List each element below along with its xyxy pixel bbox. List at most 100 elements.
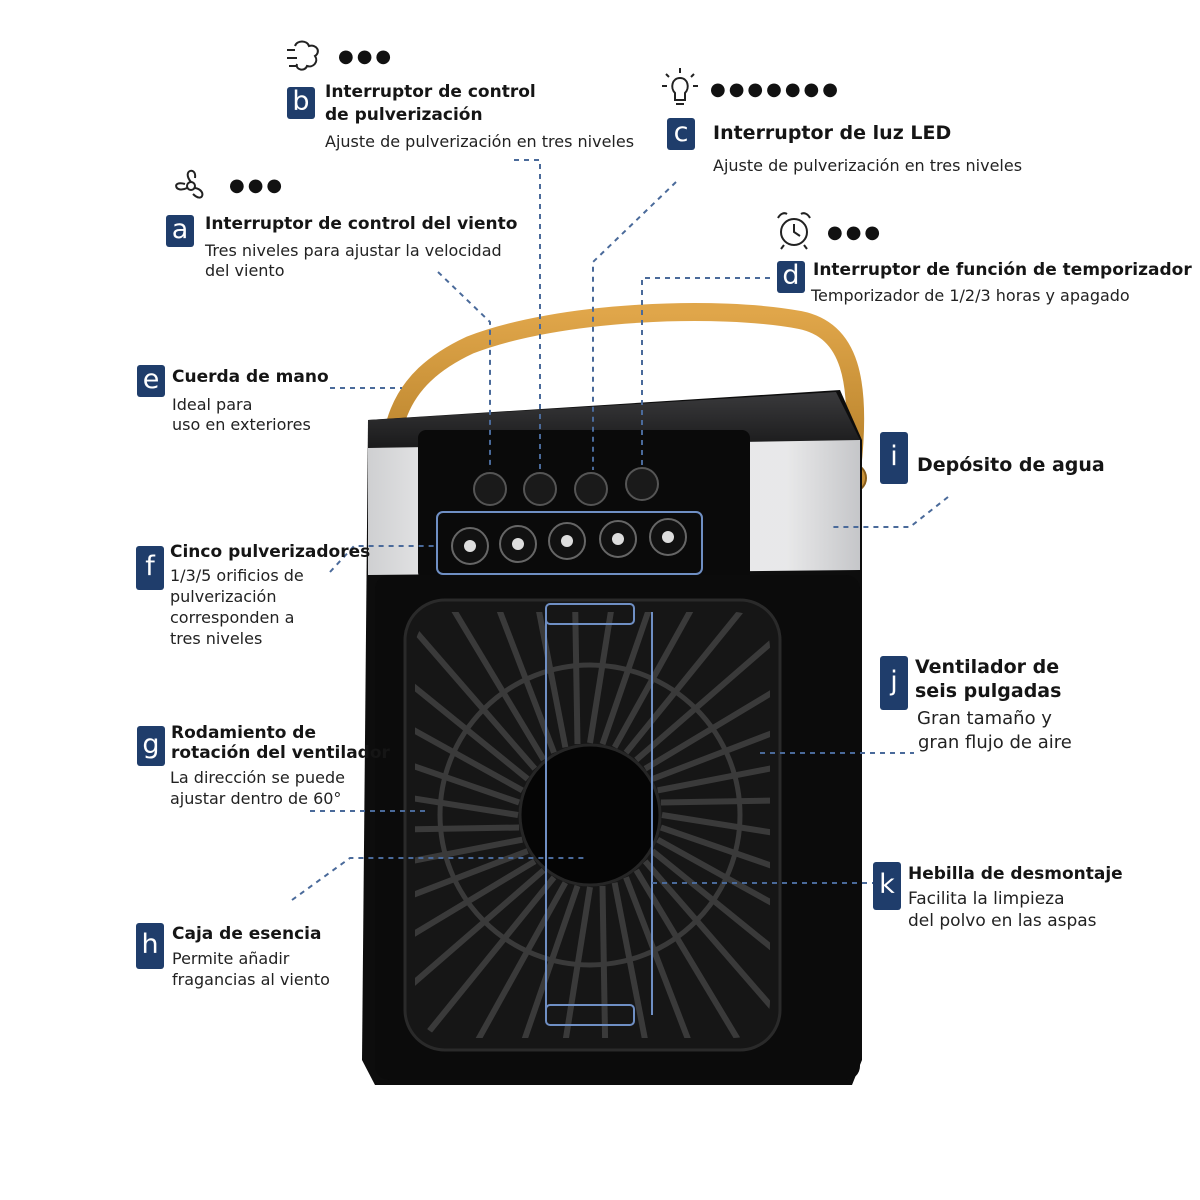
callout-g-desc: La dirección se puede	[170, 768, 345, 787]
callout-c-desc: Ajuste de pulverización en tres niveles	[713, 156, 1023, 175]
grille-rib	[623, 612, 770, 755]
badge-a: a	[166, 215, 194, 247]
grille-rib	[570, 612, 581, 745]
led-light-button[interactable]	[574, 472, 608, 506]
fan-hub	[518, 743, 662, 887]
grille-ring	[437, 662, 743, 968]
callout-d-title: Interruptor de función de temporizador	[813, 260, 1192, 280]
callout-j-desc: Gran tamaño y	[917, 708, 1052, 729]
level-dots: ●●●	[827, 222, 884, 243]
grille-rib	[611, 882, 662, 1038]
callout-j-title: Ventilador de	[915, 656, 1060, 678]
grille-rib	[415, 836, 523, 887]
grille-rib	[415, 867, 546, 1023]
callout-g-title: Rodamiento de	[171, 723, 317, 743]
callout-i: i Depósito de agua	[877, 430, 1137, 490]
grille-rib	[643, 648, 770, 772]
grille-rib	[660, 795, 770, 806]
callout-e-title: Cuerda de mano	[172, 367, 329, 387]
badge-i: i	[880, 432, 908, 484]
callout-h-desc: Permite añadir	[172, 949, 290, 968]
callout-c: ●●●●●●● c Interruptor de luz LED Ajuste …	[660, 66, 1080, 186]
callout-a-desc: Tres niveles para ajustar la velocidad	[205, 241, 502, 260]
fan-grille	[415, 612, 770, 1038]
grille-rib	[661, 812, 770, 854]
grille-rib	[415, 632, 530, 782]
callout-i-title: Depósito de agua	[917, 454, 1105, 476]
callout-k: k Hebilla de desmontaje Facilita la limp…	[870, 860, 1170, 950]
badge-h: h	[136, 923, 164, 969]
fan-icon	[175, 169, 204, 199]
grille-rib	[415, 612, 538, 771]
mist-icon	[287, 40, 319, 71]
badge-c: c	[667, 118, 695, 150]
callout-g: g Rodamiento de rotación del ventilador …	[135, 720, 390, 820]
grille-rib	[634, 612, 770, 763]
callout-j-title: seis pulgadas	[915, 680, 1062, 702]
grille-rib	[651, 694, 770, 782]
callout-b-desc: Ajuste de pulverización en tres niveles	[325, 132, 635, 151]
grille-rib	[415, 824, 520, 835]
grille-rib	[599, 885, 610, 1038]
callout-h-desc: fragancias al viento	[172, 970, 330, 989]
level-dots: ●●●	[338, 46, 395, 67]
leader-lines	[291, 159, 949, 901]
callout-j: j Ventilador de seis pulgadas Gran tamañ…	[877, 655, 1137, 765]
grille-rib	[415, 858, 537, 982]
grille-rib	[587, 612, 629, 744]
grille-rib	[469, 612, 557, 754]
callout-b-title: Interruptor de control	[325, 82, 536, 102]
callout-f-desc: tres niveles	[170, 629, 263, 648]
spray-control-button[interactable]	[523, 472, 557, 506]
grille-rib	[657, 743, 770, 794]
grille-rib	[599, 612, 680, 746]
callout-e: e Cuerda de mano Ideal para uso en exter…	[135, 365, 355, 445]
callout-g-desc: ajustar dentro de 60°	[170, 789, 342, 808]
grille-rib	[415, 776, 519, 818]
callout-f: f Cinco pulverizadores 1/3/5 orificios d…	[135, 540, 370, 660]
callout-e-desc: uso en exteriores	[172, 415, 311, 434]
callout-f-title: Cinco pulverizadores	[170, 542, 371, 562]
grille-rib	[415, 875, 557, 1038]
callout-a: ●●● a Interruptor de control del viento …	[165, 169, 525, 290]
grille-rib	[656, 837, 770, 954]
grille-rib	[642, 859, 770, 1036]
wind-control-button[interactable]	[473, 472, 507, 506]
callout-e-desc: Ideal para	[172, 395, 253, 414]
callout-a-desc: del viento	[205, 261, 285, 280]
grille-rib	[423, 612, 547, 762]
callout-h: h Caja de esencia Permite añadir fraganc…	[135, 920, 365, 1000]
callout-b: ●●● b Interruptor de control de pulveriz…	[285, 38, 645, 158]
callout-h-title: Caja de esencia	[172, 924, 322, 944]
callout-g-title: rotación del ventilador	[171, 743, 390, 763]
callout-k-title: Hebilla de desmontaje	[908, 864, 1123, 884]
grille-rib	[551, 886, 593, 1038]
callout-a-title: Interruptor de control del viento	[205, 214, 518, 234]
timer-button[interactable]	[625, 467, 659, 501]
badge-k: k	[873, 862, 901, 910]
nozzle-highlight-box	[436, 511, 703, 575]
callout-f-desc: 1/3/5 orificios de	[170, 566, 304, 585]
spray-nozzles	[451, 518, 687, 565]
callout-k-desc: del polvo en las aspas	[908, 911, 1097, 931]
badge-b: b	[287, 87, 315, 119]
grille-rib	[500, 884, 581, 1038]
badge-d: d	[777, 261, 805, 293]
hand-strap	[380, 303, 865, 529]
callout-f-desc: corresponden a	[170, 608, 295, 627]
badge-f: f	[136, 546, 164, 590]
grille-rib	[633, 868, 757, 1038]
grille-rib	[612, 612, 729, 749]
level-dots: ●●●	[229, 175, 286, 196]
callout-k-desc: Facilita la limpieza	[908, 889, 1065, 909]
callout-d: ●●● d Interruptor de función de temporiz…	[772, 210, 1192, 310]
badge-g: g	[137, 726, 165, 766]
grille-rib	[415, 676, 524, 793]
level-dots: ●●●●●●●	[710, 79, 841, 100]
grille-rib	[659, 824, 770, 905]
grille-rib	[415, 848, 529, 936]
grille-rib	[415, 725, 521, 806]
control-buttons	[473, 467, 659, 506]
badge-e: e	[137, 365, 165, 397]
